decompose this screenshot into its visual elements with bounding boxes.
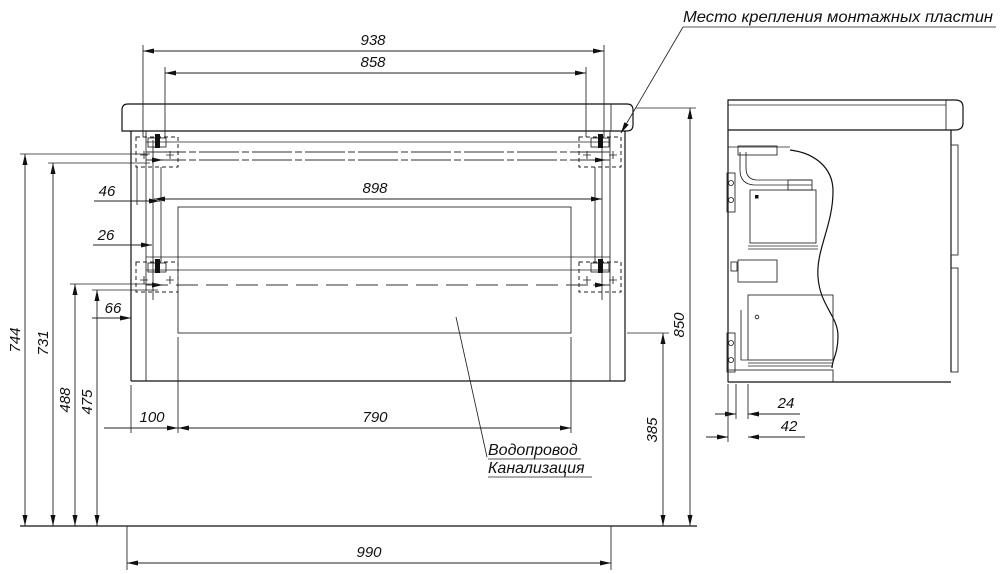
dim-lower-second-height: 475 [79, 289, 158, 526]
dim-text-100: 100 [139, 409, 165, 426]
plinth-section [727, 369, 834, 383]
mounting-plate-top-left [136, 134, 178, 167]
mid-rail-section [730, 259, 778, 283]
dim-text-24: 24 [777, 395, 795, 412]
dim-second-row-height: 731 [35, 162, 150, 526]
dim-text-898: 898 [362, 180, 388, 197]
wall-rail-upper [726, 172, 736, 213]
mounting-plate-bottom-right [579, 259, 621, 292]
wall-rail-lower [726, 332, 736, 373]
dim-text-66: 66 [105, 300, 122, 317]
dimensions: 938 858 898 46 26 66 744 [7, 32, 805, 570]
lower-drawer-front [950, 267, 959, 373]
dim-wall-offset: 42 [706, 384, 805, 442]
mounting-plate-bottom-left [136, 259, 178, 292]
dim-screw-offset-mid: 26 [93, 227, 152, 248]
dim-text-990: 990 [356, 544, 382, 561]
front-view [121, 103, 634, 382]
mounting-plates-label: Место крепления монтажных пластин [683, 9, 993, 26]
dim-niche-opening-width: 790 [178, 337, 572, 433]
dim-plinth-recess: 24 [715, 384, 800, 419]
dim-text-475: 475 [79, 389, 96, 415]
dim-text-731: 731 [35, 330, 52, 355]
dim-cabinet-height: 850 [636, 107, 696, 526]
lower-drawer-box [740, 294, 834, 367]
countertop-front [121, 103, 634, 132]
upper-drawer-front [950, 144, 959, 256]
dim-text-938: 938 [360, 32, 386, 49]
side-view [726, 99, 964, 383]
upper-drawer-box [748, 189, 818, 250]
dim-lower-row-height: 488 [57, 283, 158, 526]
dim-text-46: 46 [99, 183, 116, 200]
dim-niche-width: 898 [154, 180, 602, 202]
mounting-plate-top-right [579, 134, 621, 167]
dim-text-858: 858 [360, 54, 386, 71]
dim-overall-width: 990 [126, 526, 612, 570]
dim-niche-bottom-height: 385 [627, 332, 669, 526]
countertop-side [727, 99, 964, 131]
dim-text-42: 42 [781, 418, 798, 435]
sewerage-label: Канализация [488, 460, 585, 477]
dim-text-26: 26 [97, 227, 115, 244]
lower-mounting-rail [146, 256, 610, 286]
dim-text-488: 488 [57, 387, 74, 413]
top-mounting-rail [146, 141, 610, 161]
mounting-plates-callout: Место крепления монтажных пластин [620, 9, 996, 134]
top-rail-section [737, 145, 778, 156]
dim-screw-offset-top: 46 [94, 183, 160, 204]
dim-top-row-height: 744 [7, 153, 150, 526]
dim-mount-inner-width: 858 [164, 54, 587, 137]
annotations: Место крепления монтажных пластин Водопр… [455, 9, 996, 478]
screw-centerlines [136, 140, 603, 300]
cabinet-body [130, 131, 626, 382]
dim-screw-offset-bottom: 66 [92, 300, 131, 321]
basin-section [739, 152, 813, 191]
plumbing-callout: Водопровод Канализация [455, 316, 592, 478]
dim-text-385: 385 [644, 417, 661, 443]
dim-niche-left-offset: 100 [104, 337, 179, 433]
water-supply-label: Водопровод [488, 442, 578, 459]
curved-front-profile [789, 149, 839, 369]
dim-mount-outer-width: 938 [142, 32, 605, 137]
dim-text-850: 850 [671, 312, 688, 338]
dim-text-744: 744 [7, 327, 24, 352]
dim-text-790: 790 [362, 409, 388, 426]
